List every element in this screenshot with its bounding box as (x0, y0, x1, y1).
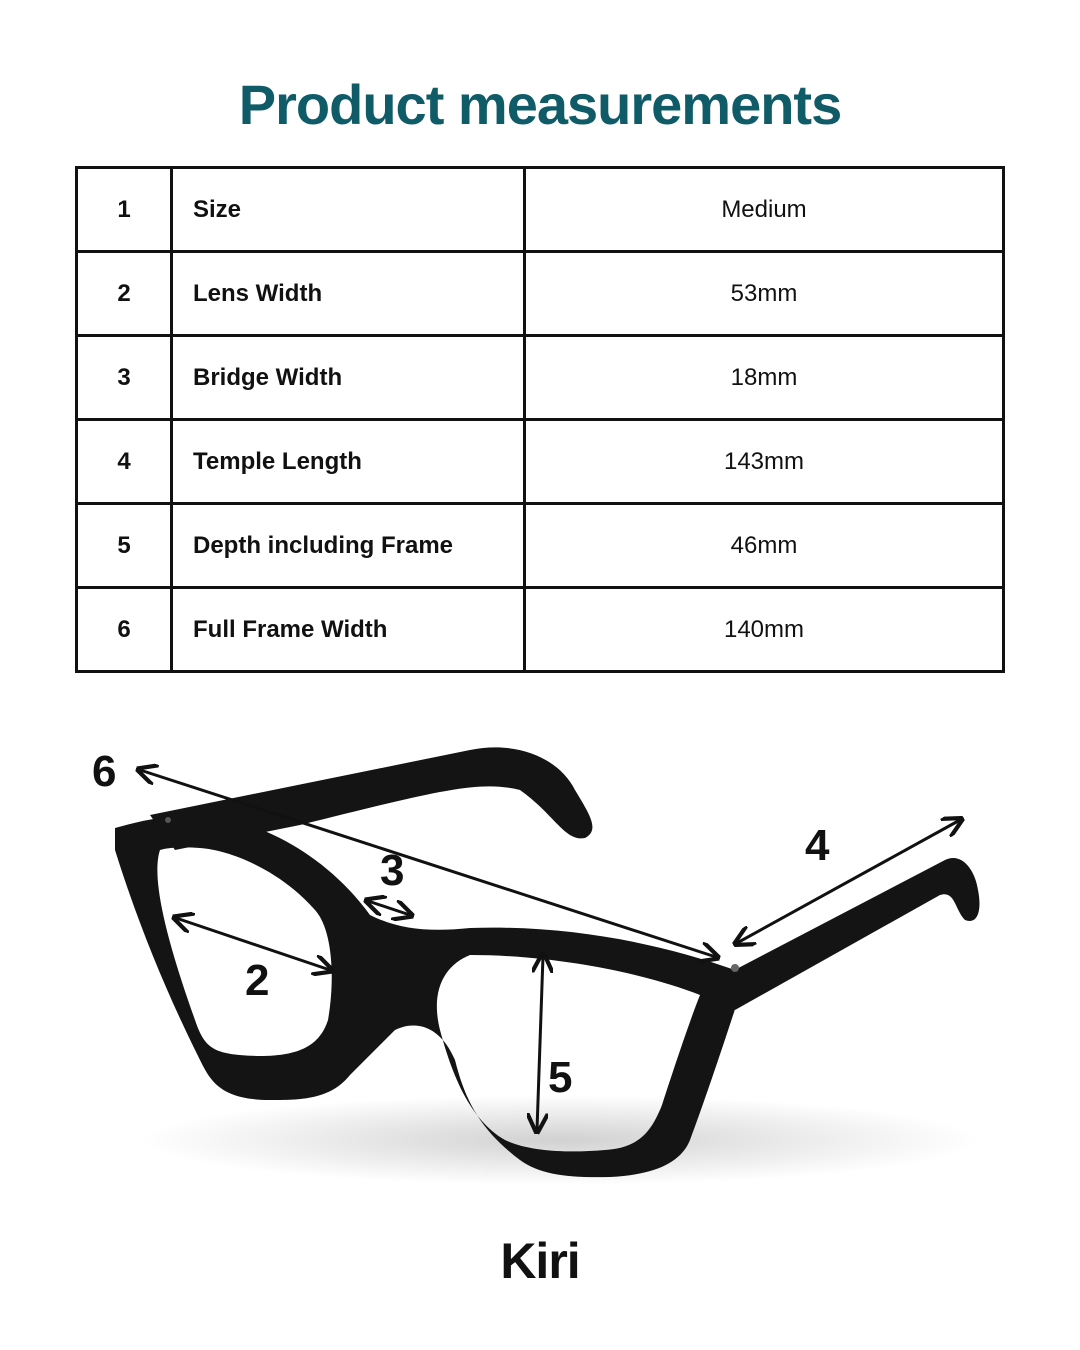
row-label: Temple Length (170, 418, 526, 505)
arrow-full-frame-width (140, 770, 716, 957)
row-label: Full Frame Width (170, 586, 526, 673)
row-value: 143mm (523, 418, 1005, 505)
row-value: 46mm (523, 502, 1005, 589)
table-row: 3 Bridge Width 18mm (75, 334, 1005, 421)
arrow-temple-length (737, 820, 960, 943)
arrow-lens-width (176, 918, 330, 970)
callout-5: 5 (548, 1053, 572, 1102)
row-number: 4 (75, 418, 173, 505)
glasses-diagram: 6 4 3 2 5 (92, 747, 980, 1185)
product-name: Kiri (500, 1233, 580, 1289)
arrow-depth (537, 956, 543, 1130)
row-label: Lens Width (170, 250, 526, 337)
row-label: Bridge Width (170, 334, 526, 421)
measurements-table: 1 Size Medium 2 Lens Width 53mm 3 Bridge… (75, 166, 1005, 673)
arrow-bridge-width (368, 901, 410, 915)
row-value: Medium (523, 166, 1005, 253)
callout-3: 3 (380, 846, 404, 895)
callout-4: 4 (805, 821, 830, 870)
row-value: 140mm (523, 586, 1005, 673)
table-row: 4 Temple Length 143mm (75, 418, 1005, 505)
table-row: 6 Full Frame Width 140mm (75, 586, 1005, 673)
table-row: 1 Size Medium (75, 166, 1005, 253)
row-label: Depth including Frame (170, 502, 526, 589)
hinge-screw (165, 817, 171, 823)
row-number: 6 (75, 586, 173, 673)
row-number: 1 (75, 166, 173, 253)
hinge-screw (731, 964, 739, 972)
row-number: 3 (75, 334, 173, 421)
row-number: 2 (75, 250, 173, 337)
frame-front (115, 815, 738, 1178)
row-number: 5 (75, 502, 173, 589)
row-label: Size (170, 166, 526, 253)
table-row: 2 Lens Width 53mm (75, 250, 1005, 337)
table-row: 5 Depth including Frame 46mm (75, 502, 1005, 589)
glasses-shadow (140, 1095, 980, 1185)
callout-2: 2 (245, 956, 269, 1005)
row-value: 18mm (523, 334, 1005, 421)
callout-6: 6 (92, 747, 116, 796)
row-value: 53mm (523, 250, 1005, 337)
page-title: Product measurements (238, 73, 842, 136)
